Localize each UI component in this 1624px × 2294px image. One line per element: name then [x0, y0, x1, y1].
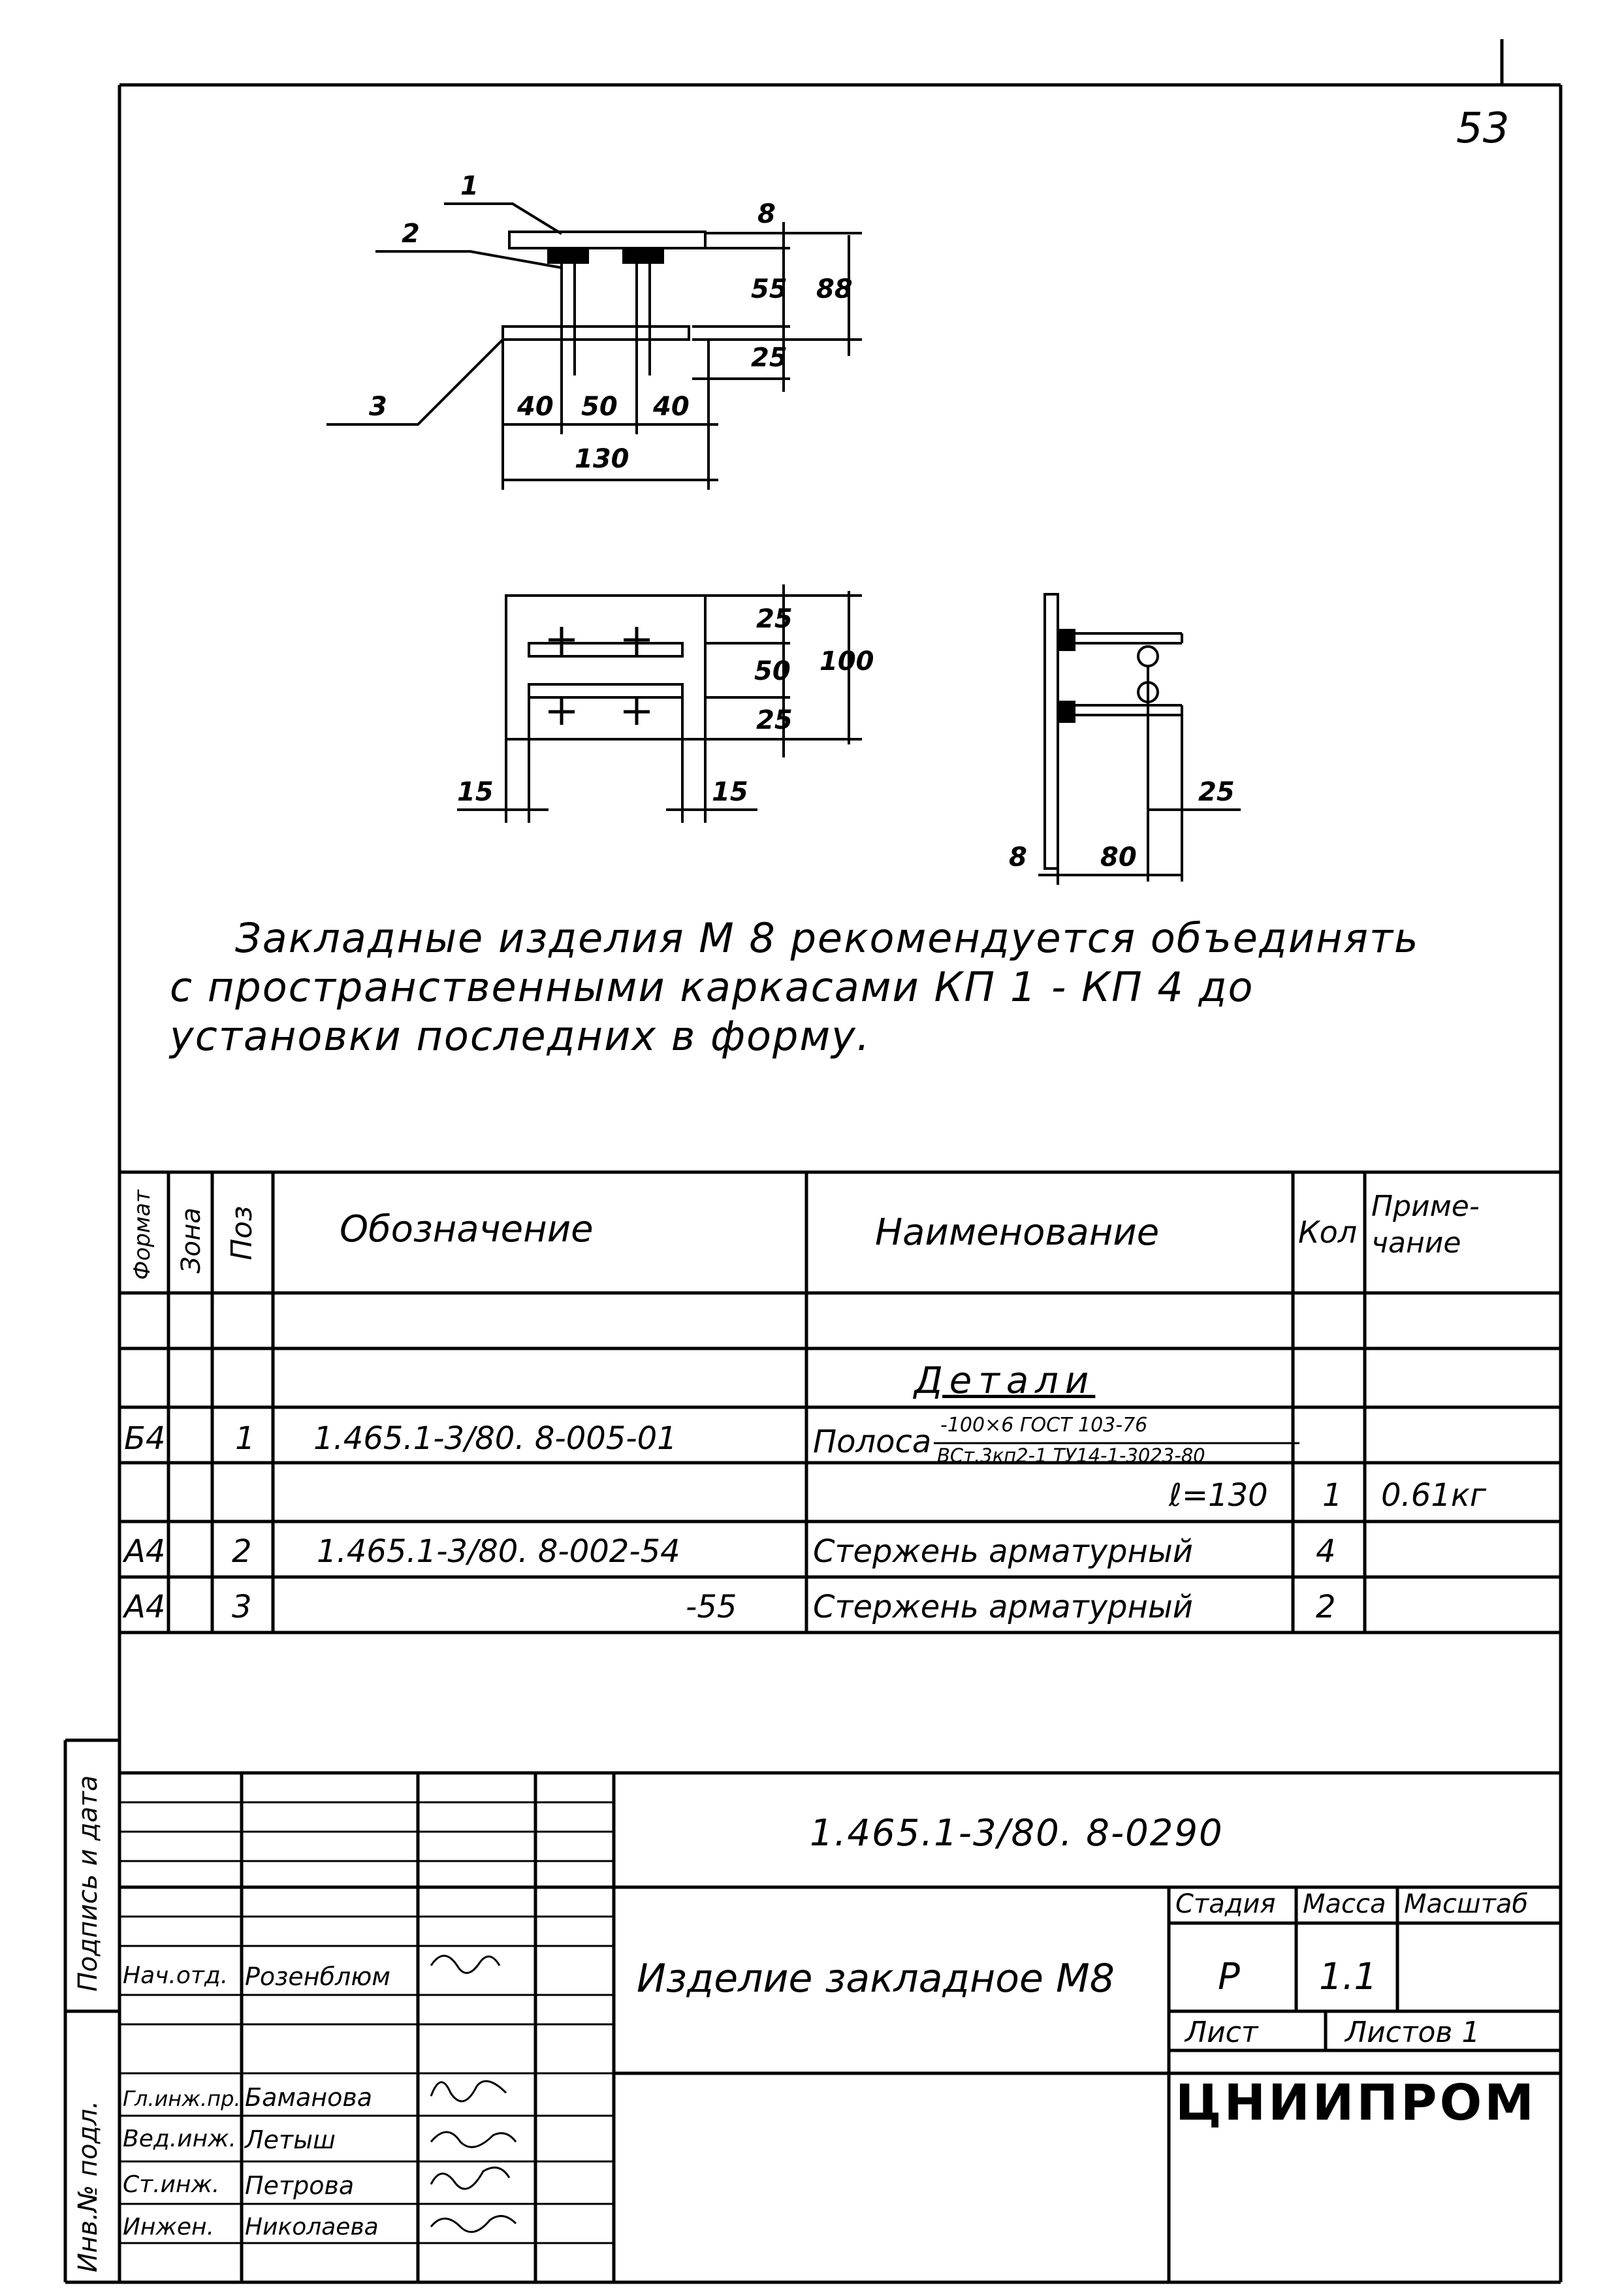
stage-label: Стадия — [1175, 1889, 1276, 1919]
side-dim-80: 80 — [1100, 842, 1137, 872]
dim-88: 88 — [816, 274, 853, 304]
staff-name-2: Баманова — [245, 2083, 373, 2112]
plan-dim-50: 50 — [754, 656, 791, 686]
spec-header-designation: Обозначение — [340, 1208, 594, 1251]
leader-3: 3 — [369, 392, 387, 422]
dim-55: 55 — [751, 274, 788, 304]
plan-dim-25-top: 25 — [756, 604, 793, 634]
plan-dim-100: 100 — [820, 646, 874, 677]
drawing-title: Изделие закладное М8 — [637, 1956, 1115, 2001]
spec-section-title: Детали — [914, 1360, 1096, 1402]
staff-role-2: Гл.инж.пр. — [123, 2086, 241, 2111]
row1b-name: ℓ=130 — [1169, 1477, 1268, 1514]
row2-qty: 4 — [1316, 1533, 1336, 1570]
note-line-3: установки последних в форму. — [170, 1012, 871, 1060]
organization: ЦНИИПРОМ — [1175, 2073, 1536, 2131]
plan-dim-25-bottom: 25 — [756, 705, 793, 735]
staff-role-1: Нач.отд. — [123, 1962, 229, 1989]
scale-label: Масштаб — [1404, 1889, 1529, 1919]
plan-dim-15-left: 15 — [457, 777, 494, 807]
row1-fraction-top: -100×6 ГОСТ 103-76 — [940, 1414, 1148, 1437]
row2-name: Стержень арматурный — [813, 1533, 1193, 1570]
dim-25: 25 — [751, 343, 788, 373]
spec-header-pos: Поз — [225, 1205, 259, 1260]
row1-pos: 1 — [235, 1420, 255, 1457]
dim-40-right: 40 — [653, 392, 690, 422]
dim-130: 130 — [575, 444, 629, 474]
sheets-label: Листов 1 — [1345, 2016, 1480, 2049]
staff-role-4: Ст.инж. — [123, 2171, 220, 2198]
spec-header-qty: Кол — [1298, 1215, 1358, 1250]
side-dim-25: 25 — [1198, 777, 1235, 807]
staff-role-3: Вед.инж. — [123, 2126, 236, 2152]
staff-name-4: Петрова — [245, 2171, 355, 2200]
leader-1: 1 — [460, 171, 479, 201]
side-stamp-sign-date: Подпись и дата — [73, 1775, 103, 1992]
note-line-2: с пространственными каркасами КП 1 - КП … — [170, 963, 1254, 1011]
plan-dim-15-right: 15 — [712, 777, 748, 807]
spec-header-name: Наименование — [875, 1211, 1160, 1254]
drawing-code: 1.465.1-3/80. 8-0290 — [810, 1812, 1224, 1855]
row3-name: Стержень арматурный — [813, 1589, 1193, 1625]
row3-format: А4 — [124, 1589, 166, 1625]
row1b-qty: 1 — [1322, 1477, 1343, 1514]
staff-name-3: Летыш — [245, 2126, 336, 2154]
stage-value: Р — [1218, 1956, 1240, 1998]
side-stamp-inv: Инв.№ подл. — [73, 2100, 103, 2272]
row1-name: Полоса — [813, 1424, 932, 1460]
row2-designation: 1.465.1-3/80. 8-002-54 — [317, 1533, 680, 1570]
sheet-number: 53 — [1456, 104, 1510, 153]
spec-header-note: Приме-чание — [1371, 1190, 1480, 1260]
row1-fraction-bottom: ВСт.3кп2-1 ТУ14-1-3023-80 — [937, 1444, 1205, 1467]
row2-format: А4 — [124, 1533, 166, 1570]
sheet-label: Лист — [1185, 2016, 1258, 2049]
staff-name-5: Николаева — [245, 2214, 379, 2240]
side-dim-8: 8 — [1009, 842, 1027, 872]
row3-designation: -55 — [686, 1589, 737, 1625]
dim-40-left: 40 — [517, 392, 554, 422]
mass-value: 1.1 — [1319, 1956, 1378, 1998]
mass-label: Масса — [1303, 1889, 1386, 1919]
row3-qty: 2 — [1316, 1589, 1336, 1625]
row1-format: Б4 — [124, 1420, 166, 1457]
note-line-1: Закладные изделия М 8 рекомендуется объе… — [235, 914, 1420, 962]
spec-header-format: Формат — [129, 1190, 155, 1280]
staff-role-5: Инжен. — [123, 2214, 215, 2240]
staff-name-1: Розенблюм — [245, 1962, 390, 1991]
spec-header-zone: Зона — [176, 1207, 206, 1273]
leader-2: 2 — [402, 219, 420, 249]
row1-designation: 1.465.1-3/80. 8-005-01 — [313, 1420, 677, 1457]
dim-50: 50 — [581, 392, 618, 422]
dim-8: 8 — [757, 199, 776, 229]
row2-pos: 2 — [232, 1533, 252, 1570]
row1b-note: 0.61кг — [1381, 1477, 1487, 1514]
row3-pos: 3 — [232, 1589, 252, 1625]
